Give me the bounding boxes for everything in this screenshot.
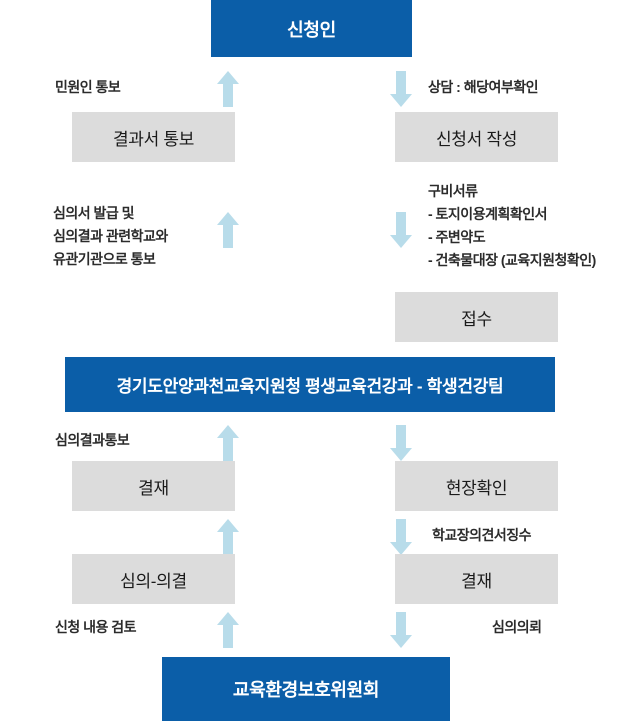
arrow-head-icon	[390, 635, 412, 648]
arrow-down-to-site-check	[390, 425, 412, 461]
arrow-up-to-applicant	[217, 71, 239, 107]
arrow-down-to-reception	[390, 212, 412, 248]
required-docs-item-2: - 주변약도	[428, 229, 486, 246]
arrow-head-icon	[390, 94, 412, 107]
required-docs-title: 구비서류	[428, 183, 478, 199]
arrow-shaft	[396, 212, 406, 236]
arrow-head-icon	[390, 235, 412, 248]
node-approval-upper: 결재	[72, 461, 235, 511]
issue-notice-line-3: 유관기관으로 통보	[53, 251, 156, 268]
node-approval-lower: 결재	[395, 554, 558, 604]
edge-label-issue-notice: 심의서 발급 및 심의결과 관련학교와 유관기관으로 통보	[53, 202, 223, 271]
edge-label-deliberation-request: 심의의뢰	[492, 619, 542, 635]
edge-label-principal-opinion: 학교장의견서징수	[432, 527, 532, 543]
arrow-head-icon	[390, 448, 412, 461]
arrow-shaft	[223, 624, 233, 648]
required-docs-item-3: - 건축물대장 (교육지원청확인)	[428, 252, 596, 269]
arrow-up-to-approval-upper	[217, 519, 239, 555]
arrow-head-icon	[390, 542, 412, 555]
edge-label-required-documents: 구비서류 - 토지이용계획확인서 - 주변약도 - 건축물대장 (교육지원청확인…	[428, 180, 628, 272]
arrow-shaft	[396, 425, 406, 449]
arrow-shaft	[223, 83, 233, 107]
arrow-shaft	[396, 612, 406, 636]
node-result-notice: 결과서 통보	[72, 112, 235, 162]
node-committee: 교육환경보호위원회	[162, 657, 450, 721]
node-deliberation: 심의-의결	[72, 554, 235, 604]
arrow-head-icon	[217, 212, 239, 225]
arrow-head-icon	[217, 612, 239, 625]
arrow-down-to-committee	[390, 612, 412, 648]
node-applicant: 신청인	[211, 0, 412, 57]
arrow-up-to-office	[217, 425, 239, 461]
arrow-down-from-applicant	[390, 71, 412, 107]
edge-label-content-review: 신청 내용 검토	[55, 619, 137, 635]
edge-label-notify-applicant: 민원인 통보	[55, 79, 121, 95]
arrow-down-to-approval-lower	[390, 519, 412, 555]
required-docs-item-1: - 토지이용계획확인서	[428, 206, 547, 223]
arrow-shaft	[396, 519, 406, 543]
issue-notice-line-1: 심의서 발급 및	[53, 205, 135, 221]
node-application-form: 신청서 작성	[395, 112, 558, 162]
issue-notice-line-2: 심의결과 관련학교와	[53, 228, 168, 245]
node-site-check: 현장확인	[395, 461, 558, 511]
arrow-up-to-result-notice	[217, 212, 239, 248]
arrow-head-icon	[217, 519, 239, 532]
arrow-head-icon	[217, 71, 239, 84]
arrow-head-icon	[217, 425, 239, 438]
arrow-shaft	[223, 224, 233, 248]
edge-label-result-notification: 심의결과통보	[55, 432, 130, 448]
arrow-shaft	[223, 437, 233, 461]
node-education-office: 경기도안양과천교육지원청 평생교육건강과 - 학생건강팀	[65, 357, 555, 412]
arrow-up-to-deliberation	[217, 612, 239, 648]
arrow-shaft	[223, 531, 233, 555]
arrow-shaft	[396, 71, 406, 95]
edge-label-consultation: 상담 : 해당여부확인	[428, 79, 538, 95]
node-reception: 접수	[395, 292, 558, 342]
